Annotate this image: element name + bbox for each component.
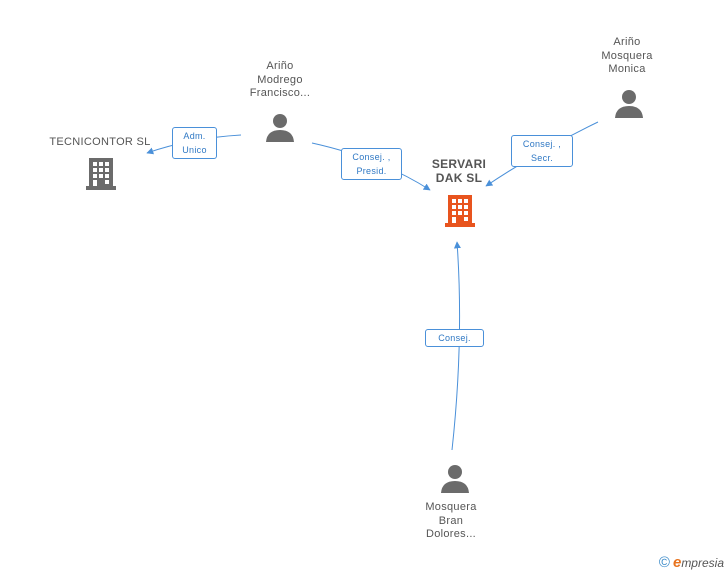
person-icon[interactable]: [440, 464, 470, 494]
person-icon[interactable]: [614, 89, 644, 119]
building-icon[interactable]: [84, 155, 118, 191]
copyright-symbol: ©: [658, 554, 670, 571]
person-icon[interactable]: [265, 113, 295, 143]
node-monica-label[interactable]: Ariño Mosquera Monica: [601, 36, 653, 75]
edge-label-consej-presid[interactable]: Consej. , Presid.: [341, 148, 402, 180]
node-tecnicontor-label[interactable]: TECNICONTOR SL: [49, 136, 151, 148]
node-servari-dak-label[interactable]: SERVARI DAK SL: [431, 157, 487, 185]
node-modrego-label[interactable]: Ariño Modrego Francisco...: [249, 60, 311, 99]
edge-label-consej[interactable]: Consej.: [425, 329, 484, 347]
node-dolores-label[interactable]: Mosquera Bran Dolores...: [425, 501, 477, 540]
brand-initial: e: [672, 554, 682, 571]
brand-name: mpresia: [681, 556, 724, 570]
empresia-logo: © empresia: [659, 554, 724, 571]
edge-label-consej-secr[interactable]: Consej. , Secr.: [511, 135, 573, 167]
building-icon[interactable]: [444, 192, 476, 228]
edge-label-adm-unico[interactable]: Adm. Unico: [172, 127, 217, 159]
